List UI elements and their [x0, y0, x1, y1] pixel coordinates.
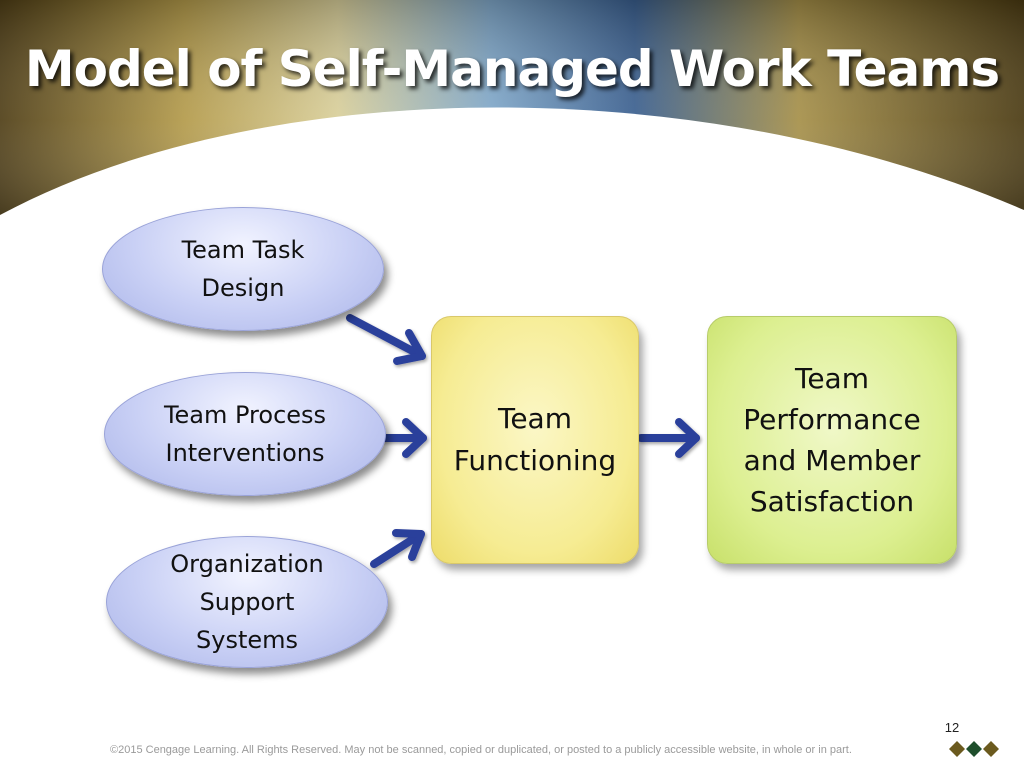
diamond-logo-icon [949, 741, 999, 757]
arrow-task-to-functioning [346, 314, 426, 365]
input-team-process-interventions: Team Process Interventions [104, 372, 386, 496]
slide-title: Model of Self-Managed Work Teams [24, 40, 1000, 98]
input-team-task-design: Team Task Design [102, 207, 384, 331]
outcome-team-performance: Team Performance and Member Satisfaction [707, 316, 957, 564]
arrow-process-to-functioning [380, 418, 427, 458]
header-banner [0, 0, 1024, 240]
arrow-support-to-functioning [370, 529, 425, 568]
input-organization-support-systems: Organization Support Systems [106, 536, 388, 668]
page-number: 12 [944, 720, 960, 735]
arrow-functioning-to-outcome [637, 418, 700, 458]
copyright-notice: ©2015 Cengage Learning. All Rights Reser… [110, 744, 852, 756]
process-team-functioning: Team Functioning [431, 316, 639, 564]
